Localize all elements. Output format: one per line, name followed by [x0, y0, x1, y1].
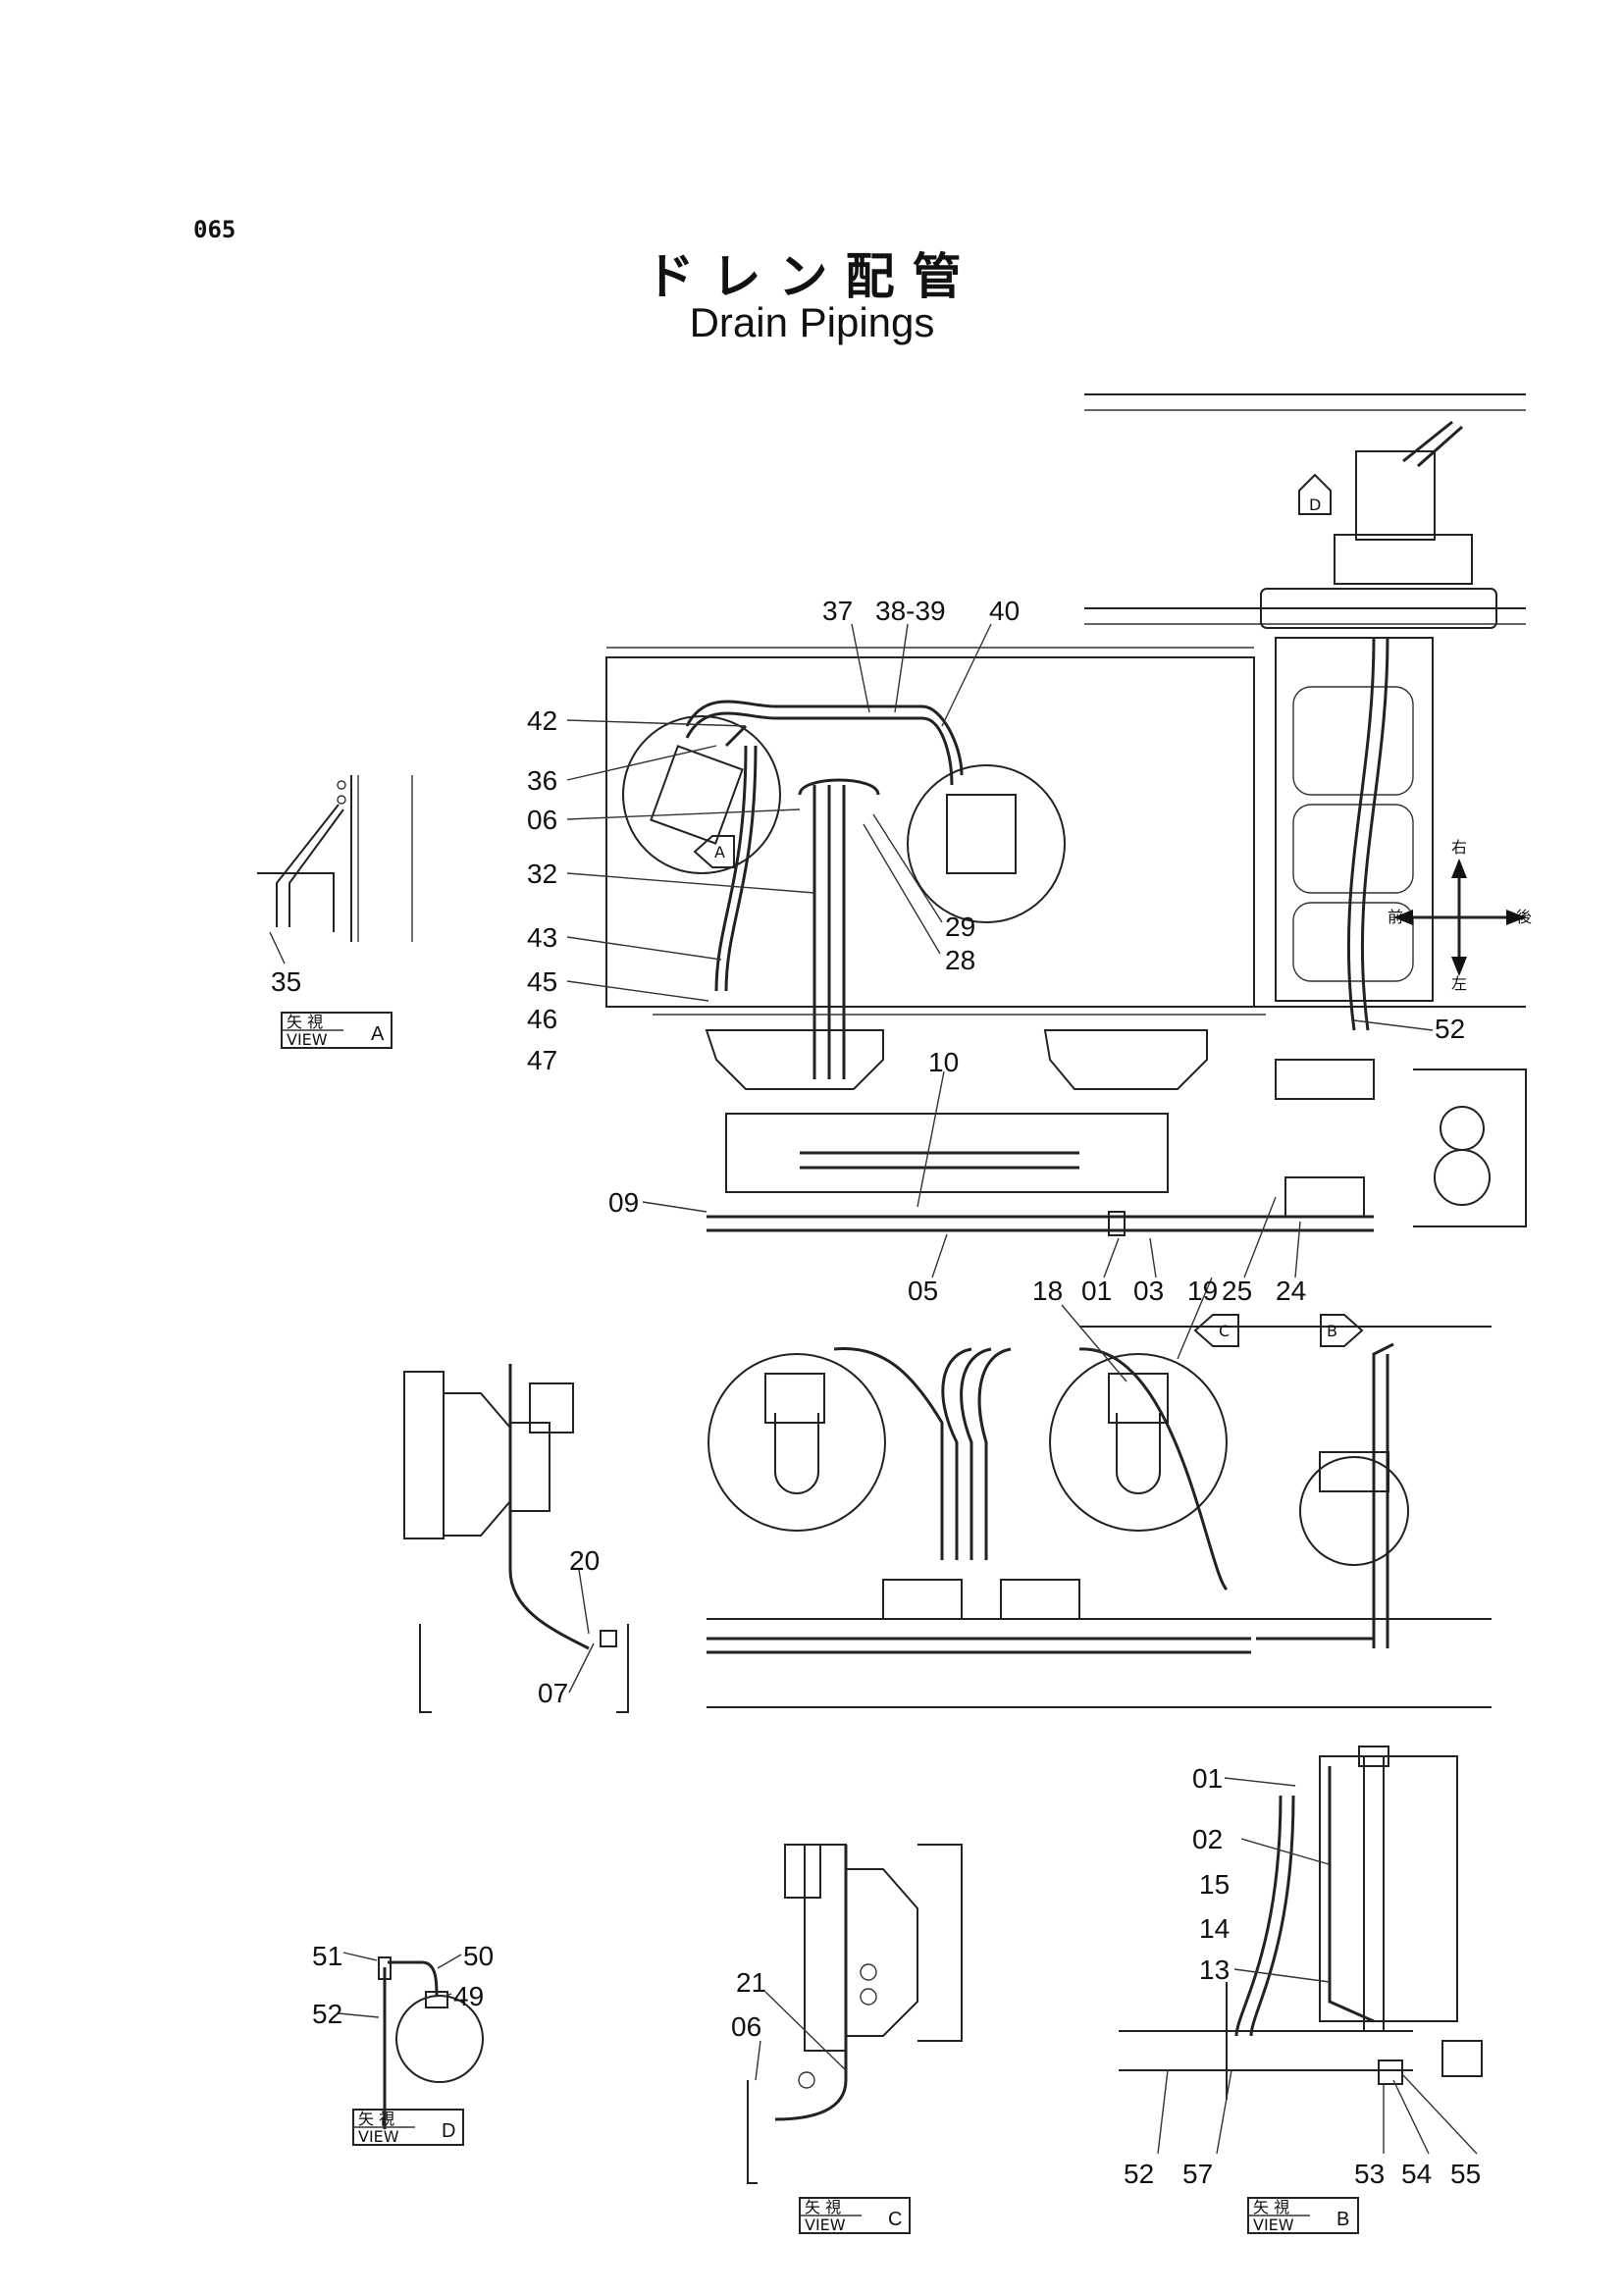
part-label: 42	[527, 705, 557, 736]
part-label: 47	[527, 1045, 557, 1075]
part-label: 19	[1187, 1276, 1218, 1306]
view-a-sketch	[257, 775, 413, 942]
part-label: 55	[1450, 2159, 1481, 2189]
view-arrow-a-label: A	[714, 843, 725, 861]
part-label: 01	[1192, 1763, 1223, 1794]
part-label: 52	[1124, 2159, 1154, 2189]
part-label: 53	[1354, 2159, 1385, 2189]
view-caption-a-letter: A	[371, 1023, 385, 1045]
part-label: 36	[527, 765, 557, 796]
part-label: 02	[1192, 1824, 1223, 1854]
part-label: 21	[736, 1967, 766, 1998]
view-d-sketch	[378, 1956, 484, 2129]
view-caption-d-en: VIEW	[358, 2127, 399, 2146]
part-label: 10	[928, 1047, 959, 1077]
view-arrow-b-label: B	[1327, 1322, 1337, 1340]
part-label: 52	[1435, 1014, 1465, 1044]
view-caption-b: 矢 視 VIEW B	[1247, 2197, 1359, 2234]
part-label: 01	[1081, 1276, 1112, 1306]
view-caption-b-en: VIEW	[1253, 2216, 1294, 2234]
part-label: 32	[527, 859, 557, 889]
part-label: 35	[271, 966, 301, 997]
part-label: 52	[312, 1999, 342, 2029]
view-caption-d-letter: D	[442, 2120, 455, 2142]
arrow-down-icon	[1451, 957, 1467, 976]
view-arrow-c: C	[1193, 1314, 1239, 1347]
part-label: 28	[945, 945, 975, 975]
part-label: 13	[1199, 1955, 1230, 1985]
view-caption-d: 矢 視 VIEW D	[352, 2109, 464, 2146]
part-label: 50	[463, 1941, 494, 1971]
view-caption-c-letter: C	[888, 2209, 902, 2230]
part-label: 57	[1182, 2159, 1213, 2189]
page-number: 065	[193, 216, 236, 243]
page-title-english: Drain Pipings	[689, 299, 935, 345]
part-label: 46	[527, 1004, 557, 1034]
part-label: 49	[453, 1981, 484, 2011]
part-label: 40	[989, 596, 1020, 626]
part-label: 15	[1199, 1869, 1230, 1900]
view-caption-c-en: VIEW	[805, 2216, 846, 2234]
view-caption-b-letter: B	[1336, 2209, 1349, 2230]
part-label: 06	[527, 805, 557, 835]
pump-side-sketch	[403, 1364, 629, 1713]
part-label: 51	[312, 1941, 342, 1971]
part-label: 45	[527, 966, 557, 997]
arrow-up-icon	[1451, 859, 1467, 878]
part-label: 43	[527, 922, 557, 953]
view-c-sketch	[747, 1844, 963, 2184]
arrow-left-icon	[1393, 910, 1413, 925]
view-b-sketch	[1119, 1746, 1483, 2100]
view-arrow-c-label: C	[1219, 1322, 1230, 1340]
view-caption-b-jp: 矢 視	[1253, 2198, 1289, 2216]
view-arrow-b: B	[1320, 1314, 1364, 1347]
part-label: 24	[1276, 1276, 1306, 1306]
part-label: 37	[822, 596, 853, 626]
part-labels: 37 38-39 40 42 36 06 32 29 28 43 45 46 4…	[271, 596, 1481, 2189]
view-caption-c: 矢 視 VIEW C	[799, 2197, 911, 2234]
compass-left-label: 左	[1451, 974, 1467, 993]
part-label: 25	[1222, 1276, 1252, 1306]
compass-rear-label: 後	[1516, 908, 1532, 926]
part-label: 06	[731, 2011, 761, 2042]
view-caption-a-en: VIEW	[287, 1030, 328, 1049]
compass-right-label: 右	[1451, 838, 1467, 857]
compass-front-label: 前	[1388, 908, 1403, 926]
view-arrow-a: A	[693, 835, 735, 868]
view-caption-a: 矢 視 VIEW A	[281, 1012, 393, 1049]
view-caption-a-jp: 矢 視	[287, 1013, 323, 1031]
main-assembly-lower	[707, 1326, 1492, 1708]
part-label: 09	[608, 1187, 639, 1218]
arrow-right-icon	[1506, 910, 1526, 925]
part-label: 38-39	[875, 596, 946, 626]
view-arrow-d-label: D	[1309, 495, 1321, 514]
part-label: 54	[1401, 2159, 1432, 2189]
view-caption-d-jp: 矢 視	[358, 2110, 394, 2128]
view-arrow-d: D	[1298, 473, 1332, 515]
part-label: 05	[908, 1276, 938, 1306]
view-caption-c-jp: 矢 視	[805, 2198, 841, 2216]
part-label: 20	[569, 1545, 600, 1576]
main-assembly-upper	[605, 393, 1526, 1079]
page-title-japanese: ドレン配管	[645, 248, 979, 305]
leader-lines	[269, 623, 1478, 2155]
part-label: 29	[945, 912, 975, 942]
part-label: 07	[538, 1678, 568, 1708]
part-label: 14	[1199, 1913, 1230, 1944]
part-label: 03	[1133, 1276, 1164, 1306]
part-label: 18	[1032, 1276, 1063, 1306]
direction-compass: 右 前 後 左	[1388, 838, 1532, 993]
